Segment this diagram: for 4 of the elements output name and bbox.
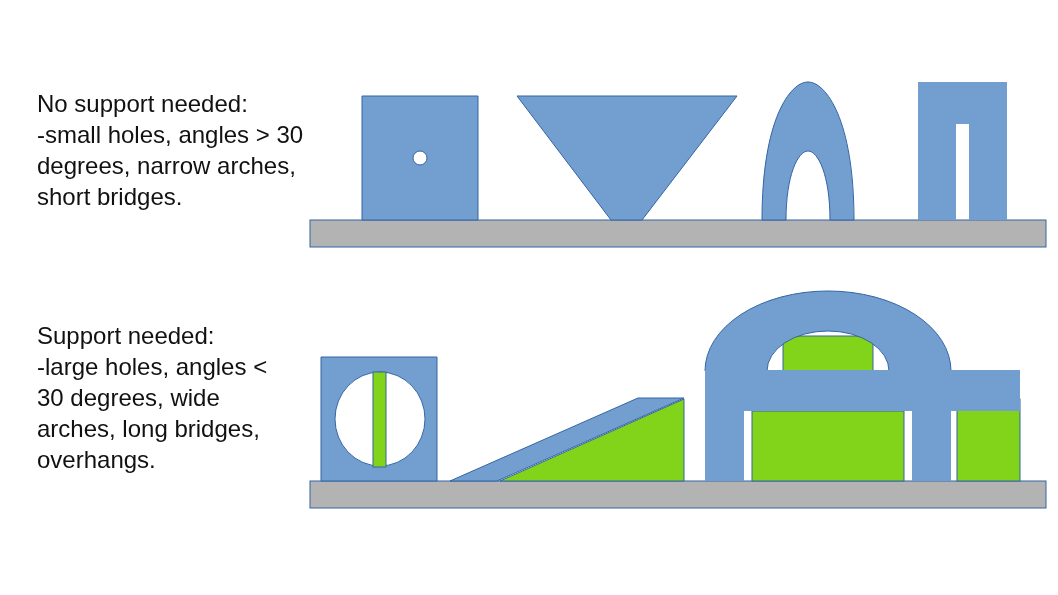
description-text: -large holes, angles < 30 degrees, wide arches, long bridges, overhangs.: [37, 352, 269, 475]
heading-text: No support needed:: [37, 89, 248, 119]
heading-text: Support needed:: [37, 321, 215, 351]
description-text: -small holes, angles > 30 degrees, narrow arches, short bridges.: [37, 120, 305, 212]
